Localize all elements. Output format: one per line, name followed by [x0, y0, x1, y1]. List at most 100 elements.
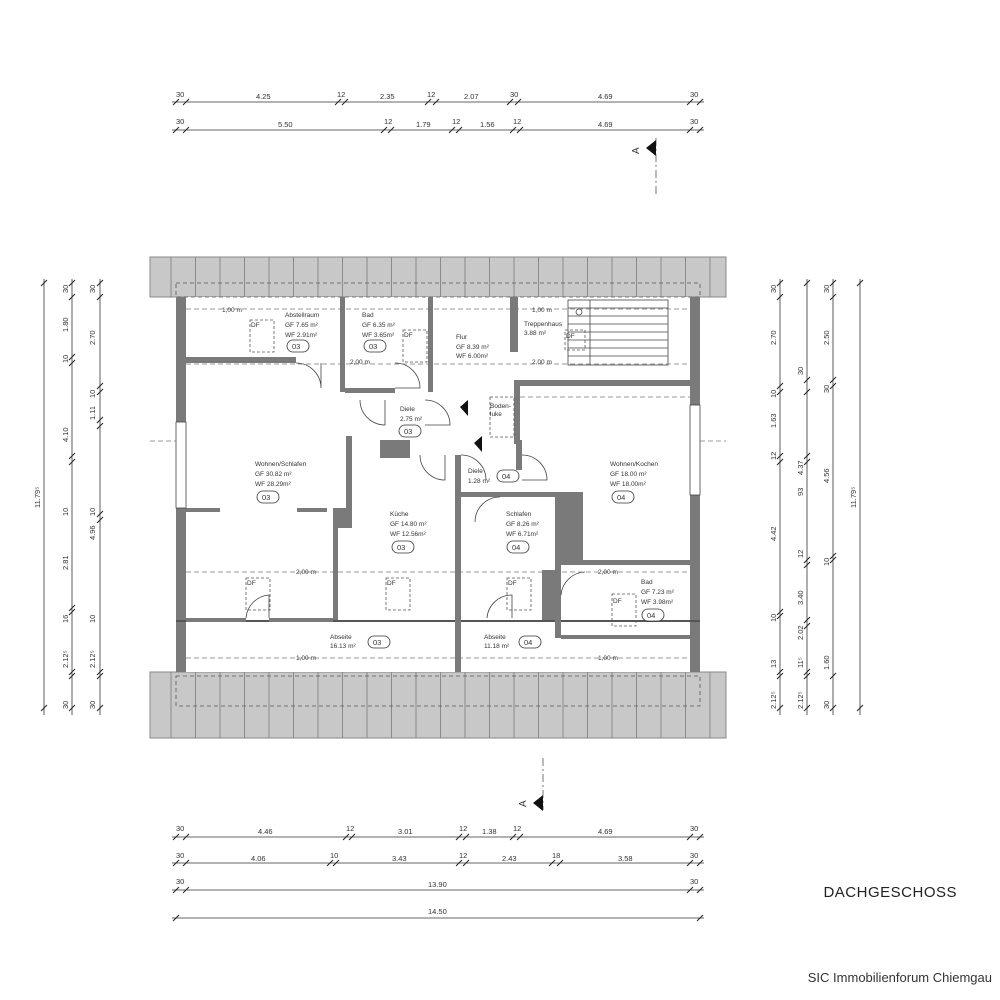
dim-left-2-8: 30 — [88, 701, 97, 709]
dim-tick-v-3-5 — [776, 458, 784, 466]
dim-tick-v-1-7 — [68, 608, 76, 616]
dim-bottom-2-7: 3.58 — [618, 854, 633, 863]
dim-tick-h-1-5 — [455, 126, 463, 134]
roof-tiles-bottom — [149, 671, 727, 739]
dim-bottom-1-1: 4.46 — [258, 827, 273, 836]
dim-tick-h-3-6 — [548, 859, 556, 867]
unit-tag-wohnen-schlafen: 03 — [256, 490, 280, 504]
dim-top-2-2: 12 — [384, 117, 392, 126]
dim-tick-v-4-9 — [803, 668, 811, 676]
dim-top-1-6: 30 — [510, 90, 518, 99]
dim-tick-v-3-0 — [776, 279, 784, 287]
dim-top-2-7: 4.69 — [598, 120, 613, 129]
dim-tick-v-4-3 — [803, 452, 811, 460]
dim-tick-v-3-7 — [776, 612, 784, 620]
dim-left-1-0: 30 — [61, 285, 70, 293]
dim-right-1-8: 2.12⁵ — [769, 691, 778, 709]
dim-tick-h-1-7 — [516, 126, 524, 134]
room-abstellraum-gf: GF 7.65 m² — [285, 322, 319, 329]
dim-right-1-3: 1.63 — [769, 413, 778, 428]
dim-tick-v-1-4 — [68, 452, 76, 460]
dim-tick-h-3-4 — [455, 859, 463, 867]
dim-bottom-2-1: 4.06 — [251, 854, 266, 863]
dim-tick-v-4-0 — [803, 279, 811, 287]
dim-bottom-1-4: 12 — [459, 824, 467, 833]
dim-bottom-1-5: 1.38 — [482, 827, 497, 836]
dim-bottom-3-1: 13.90 — [428, 880, 447, 889]
dim-tick-v-2-5 — [96, 422, 104, 430]
dim-tick-h-4-1 — [182, 886, 190, 894]
dim-tick-v-3-8 — [776, 668, 784, 676]
dim-tick-v-1-3 — [68, 359, 76, 367]
room-treppenhaus-gf: 3.88 m² — [524, 330, 547, 337]
room-abseite-03-name: Abseite — [330, 634, 352, 641]
dimensions-top: 30 4.25 12 2.35 12 2.07 30 4.69 30 30 5.… — [176, 90, 698, 129]
dim-bottom-1-8: 30 — [690, 824, 698, 833]
dim-tick-v-4-7 — [803, 616, 811, 624]
slope-label-4: 2,00 m — [296, 569, 316, 576]
dim-bottom-4-0: 14.50 — [428, 907, 447, 916]
dim-right-total: 11.79⁵ — [849, 487, 858, 508]
dim-tick-h-3-8 — [686, 859, 694, 867]
dim-right-2-1: 4.37 — [796, 460, 805, 475]
unit-tag-abseite-04: 04 — [518, 635, 542, 649]
dim-tick-h-0-1 — [182, 98, 190, 106]
dim-tick-v-2-3 — [96, 388, 104, 396]
slope-label-1: 1,00 m — [532, 307, 552, 314]
dim-tick-h-3-7 — [556, 859, 564, 867]
dim-tick-h-2-9 — [696, 833, 704, 841]
dim-tick-v-0-1 — [40, 704, 48, 712]
dim-bottom-2-4: 12 — [459, 851, 467, 860]
dim-tick-v-5-6 — [829, 672, 837, 680]
dim-top-1-5: 2.07 — [464, 92, 479, 101]
dim-tick-v-5-1 — [829, 293, 837, 301]
room-wohnen-schlafen-name: Wohnen/Schlafen — [255, 461, 307, 468]
dim-tick-v-1-6 — [68, 604, 76, 612]
dim-tick-v-1-1 — [68, 293, 76, 301]
unit-tag-wohnen-schlafen-text: 03 — [262, 493, 270, 502]
dim-left-2-6: 10 — [88, 615, 97, 623]
dim-tick-v-3-4 — [776, 452, 784, 460]
interior-walls — [186, 297, 690, 672]
dim-tick-h-0-9 — [696, 98, 704, 106]
dim-right-3-2: 30 — [822, 385, 831, 393]
unit-tag-bad-04: 04 — [641, 608, 665, 622]
unit-tag-bad-04-text: 04 — [647, 611, 655, 620]
dim-right-1-0: 30 — [769, 285, 778, 293]
section-marker-top-letter: A — [631, 147, 642, 154]
dim-bottom-1-0: 30 — [176, 824, 184, 833]
dim-bottom-2-5: 2.43 — [502, 854, 517, 863]
dim-tick-v-2-1 — [96, 293, 104, 301]
dim-bottom-2-2: 10 — [330, 851, 338, 860]
dim-tick-h-3-5 — [462, 859, 470, 867]
dim-bottom-2-8: 30 — [690, 851, 698, 860]
dim-bottom-1-2: 12 — [346, 824, 354, 833]
dim-right-2-0: 30 — [796, 367, 805, 375]
dim-tick-h-0-6 — [506, 98, 514, 106]
unit-tag-abstellraum: 03 — [286, 339, 310, 353]
room-wohnen-kochen-name: Wohnen/Kochen — [610, 461, 658, 468]
dim-top-1-7: 4.69 — [598, 92, 613, 101]
unit-tag-bad-03: 03 — [363, 339, 387, 353]
dim-right-2-2: 93 — [796, 488, 805, 496]
dimensions-right: 30 2.70 10 1.63 12 4.42 10 13 2.12⁵ 30 4… — [769, 285, 858, 709]
dimension-lines — [43, 101, 861, 919]
windows — [175, 404, 701, 509]
dim-tick-v-5-2 — [829, 376, 837, 384]
dim-tick-v-4-8 — [803, 622, 811, 630]
dim-top-2-0: 30 — [176, 117, 184, 126]
dim-bottom-3-2: 30 — [690, 877, 698, 886]
dim-right-3-3: 4.56 — [822, 468, 831, 483]
dim-tick-h-3-9 — [696, 859, 704, 867]
dim-left-1-2: 10 — [61, 355, 70, 363]
dim-left-2-0: 30 — [88, 285, 97, 293]
unit-tag-diele-04: 04 — [496, 469, 520, 483]
slope-labels: 1,00 m 1,00 m 2,00 m 2,00 m 2,00 m 2,00 … — [222, 307, 618, 662]
dim-tick-v-5-5 — [829, 556, 837, 564]
dim-tick-v-4-2 — [803, 388, 811, 396]
df-label-5: DF — [508, 580, 517, 587]
room-flur-name: Flur — [456, 334, 468, 341]
dim-top-1-1: 4.25 — [256, 92, 271, 101]
room-wohnen-kochen-wf: WF 18.00m² — [610, 481, 647, 488]
